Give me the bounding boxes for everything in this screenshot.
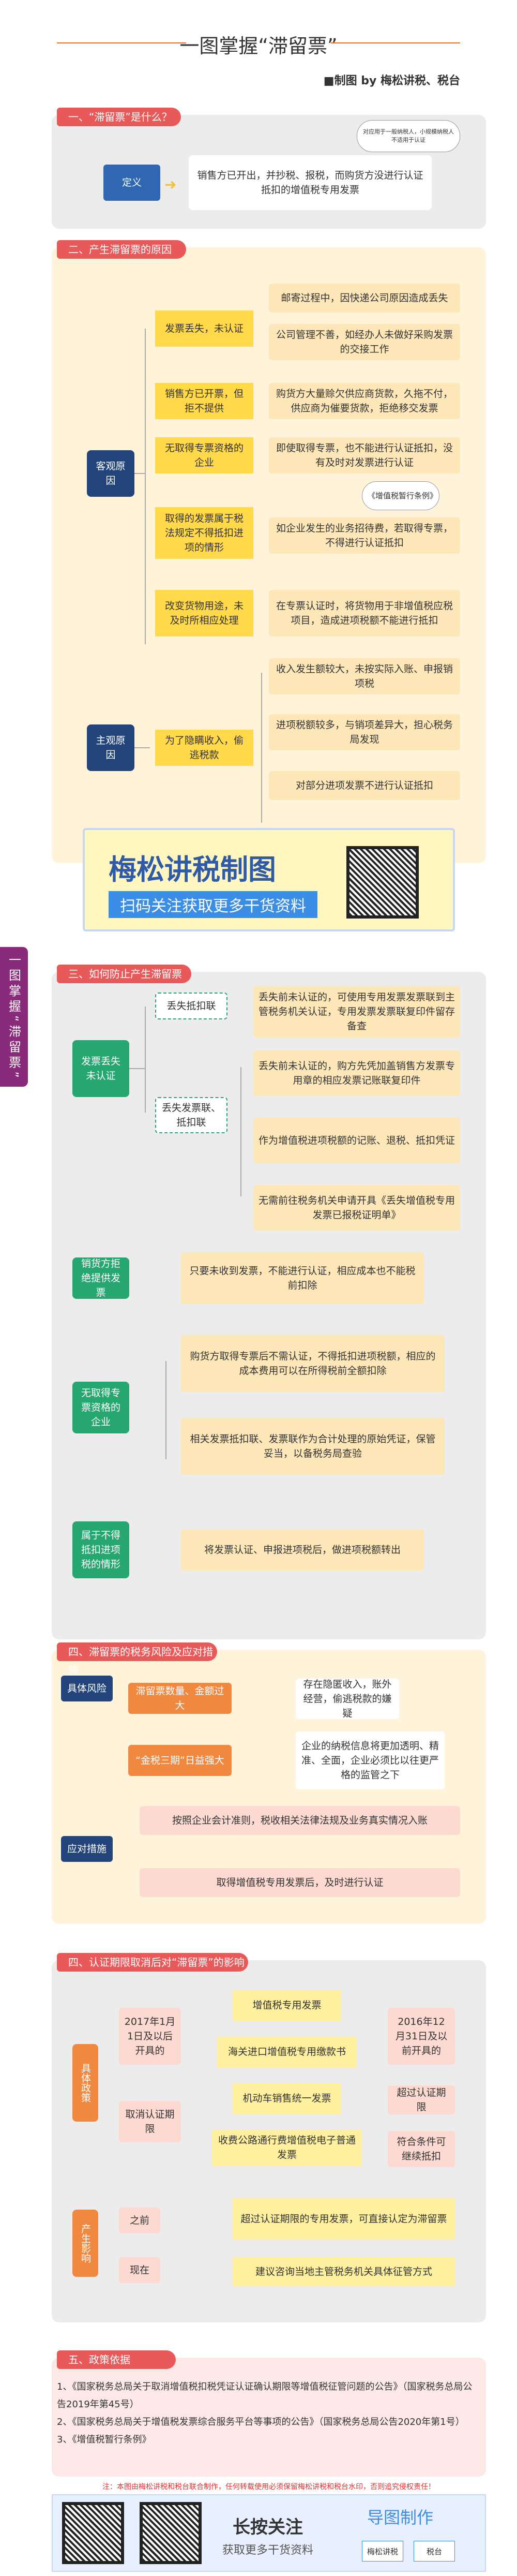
- footer-qr-1[interactable]: [62, 2502, 124, 2564]
- left-action: 取消认证期限: [119, 2101, 181, 2142]
- item-3: 机动车销售统一发票: [233, 2083, 341, 2114]
- risk-1-text: 存在隐匿收入，账外经营，偷逃税款的嫌疑: [296, 1679, 399, 1719]
- banner-sub: 扫码关注获取更多干货资料: [109, 891, 317, 918]
- title-line-right: [331, 42, 460, 43]
- now-label: 现在: [119, 2257, 160, 2283]
- notdeduct-text: 将发票认证、申报进项税后，做进项税额转出: [181, 1529, 424, 1571]
- policy-list: 1、《国家税务总局关于取消增值税扣税凭证认证确认期限等增值税征管问题的公告》（国…: [52, 2378, 486, 2449]
- footer-qr-2[interactable]: [140, 2502, 202, 2564]
- detail-5: 在专票认证时，将货物用于非增值税应税项目，造成进项税额不能进行抵扣: [269, 590, 460, 636]
- subjective-detail-1: 收入发生额较大，未按实际入账、申报销项税: [269, 658, 460, 694]
- refuse-text: 只要未收到发票，不能进行认证，相应成本也不能税前扣除: [181, 1252, 424, 1304]
- definition-label: 定义: [103, 165, 160, 201]
- detail-2: 购货方大量赊欠供应商货款，久拖不付，供应商为催要货款，拒绝移交发票: [269, 383, 460, 419]
- banner-qr-code[interactable]: [346, 846, 419, 919]
- risk-1: 滞留票数量、金额过大: [128, 1683, 232, 1714]
- lost-b-3: 无需前往税务机关申请开具《丢失增值税专用发票已报税证明单》: [253, 1185, 460, 1231]
- policy-item-3: 3、《增值税暂行条例》: [57, 2434, 151, 2445]
- right-a: 超过认证期限: [388, 2085, 455, 2114]
- lost-b: 丢失发票联、抵扣联: [155, 1097, 227, 1133]
- noquali-label: 无取得专票资格的企业: [72, 1382, 129, 1433]
- left-date: 2017年1月1日及以后开具的: [119, 2008, 181, 2065]
- cause-2: 销售方已开票，但拒不提供: [155, 383, 253, 419]
- response-label: 应对措施: [61, 1836, 113, 1862]
- section5-head: 四、认证期限取消后对“滞留票”的影响: [57, 1953, 248, 1972]
- section4-head: 四、滞留票的税务风险及应对措施: [57, 1642, 217, 1677]
- copyright-note: 注：本图由梅松讲税和税台联合制作，任何转载使用必须保留梅松讲税和税台水印，否则追…: [102, 2483, 435, 2491]
- cause-5: 改变货物用途，未及时所相应处理: [155, 590, 253, 636]
- item-4: 收费公路通行费增值税电子普通发票: [212, 2129, 362, 2166]
- lost-b-1: 丢失前未认证的，购方先凭加盖销售方发票专用章的相应发票记账联复印件: [253, 1050, 460, 1096]
- notdeduct-label: 属于不得抵扣进项税的情形: [72, 1521, 129, 1578]
- now-text: 建议咨询当地主管税务机关具体征管方式: [233, 2257, 455, 2286]
- cause-3: 无取得专票资格的企业: [155, 437, 253, 473]
- before-text: 超过认证期限的专用发票，可直接认定为滞留票: [233, 2198, 455, 2240]
- right-date: 2016年12月31日及以前开具的: [388, 2008, 455, 2065]
- refuse-label: 销货方拒绝提供发票: [72, 1257, 129, 1299]
- noquali-1: 购货方取得专票后不需认证，不得抵扣进项税额，相应的成本费用可以在所得税前全额扣除: [181, 1335, 445, 1392]
- detail-1b: 公司管理不善，如经办人未做好采购发票的交接工作: [269, 324, 460, 360]
- detail-4: 如企业发生的业务招待费，若取得专票，不得进行认证抵扣: [269, 517, 460, 554]
- subjective-label: 主观原因: [87, 724, 134, 771]
- section6-head: 五、政策依据: [57, 2350, 176, 2369]
- arrow-icon: ➜: [164, 176, 177, 193]
- brand-2: 税台: [414, 2541, 455, 2562]
- side-label: 一图掌握“滞留票”: [0, 947, 28, 1087]
- cause-1: 发票丢失，未认证: [155, 310, 253, 347]
- subjective-detail-3: 对部分进项发票不进行认证抵扣: [269, 771, 460, 800]
- title-line-left: [57, 42, 186, 43]
- right-b: 符合条件可继续抵扣: [388, 2131, 455, 2167]
- policy-item-1: 1、《国家税务总局关于取消增值税扣税凭证认证确认期限等增值税征管问题的公告》（国…: [57, 2381, 473, 2410]
- item-1: 增值税专用发票: [233, 1990, 341, 2021]
- credit: ■制图 by 梅松讲税、税台: [323, 75, 460, 87]
- policy-label: 具体政策: [72, 2044, 98, 2122]
- section3-head: 三、如何防止产生滞留票: [57, 965, 191, 983]
- before-label: 之前: [119, 2208, 160, 2233]
- section2-head: 二、产生滞留票的原因: [57, 240, 186, 259]
- brand-1: 梅松讲税: [362, 2541, 403, 2562]
- risk-2: “金税三期”日益强大: [128, 1745, 232, 1776]
- lost-b-2: 作为增值税进项税额的记账、退税、抵扣凭证: [253, 1118, 460, 1163]
- section6-bg: [52, 2358, 486, 2477]
- follow-sub: 获取更多干货资料: [222, 2544, 314, 2557]
- law-note: 《增值税暂行条例》: [362, 481, 439, 510]
- banner-title: 梅松讲税制图: [109, 853, 276, 886]
- made-text: 导图制作: [367, 2508, 434, 2527]
- page-title: 一图掌握“滞留票”: [179, 35, 338, 57]
- note-bubble: 对应用于一般纳税人，小规模纳税人不适用于认证: [357, 120, 460, 152]
- response-1: 按照企业会计准则，税收相关法律法规及业务真实情况入账: [140, 1806, 460, 1835]
- section1-head: 一、“滞留票”是什么？: [57, 108, 181, 126]
- policy-item-2: 2、《国家税务总局关于增值税发票综合服务平台等事项的公告》（国家税务总局公告20…: [57, 2417, 465, 2427]
- definition-text: 销售方已开出，并抄税、报税，而购货方没进行认证抵扣的增值税专用发票: [189, 155, 432, 210]
- detail-3: 即使取得专票，也不能进行认证抵扣，没有及时对发票进行认证: [269, 437, 460, 473]
- risk-2-text: 企业的纳税信息将更加透明、精准、全面，企业必须比以往更严格的监管之下: [296, 1731, 445, 1789]
- cause-subjective: 为了隐瞒收入，偷逃税款: [155, 730, 253, 766]
- effect-label: 产生影响: [72, 2210, 98, 2277]
- follow-text: 长按关注: [233, 2517, 303, 2538]
- response-2: 取得增值税专用发票后，及时进行认证: [140, 1868, 460, 1897]
- lost-a: 丢失抵扣联: [155, 993, 227, 1019]
- cause-4: 取得的发票属于税法规定不得抵扣进项的情形: [155, 507, 253, 559]
- lost-label: 发票丢失未认证: [72, 1040, 129, 1097]
- detail-1a: 邮寄过程中，因快递公司原因造成丢失: [269, 284, 460, 313]
- lost-a-text: 丢失前未认证的，可使用专用发票发票联到主管税务机关认证，专用发票发票联复印件留存…: [253, 986, 460, 1038]
- subjective-detail-2: 进项税额较多，与销项差异大，担心税务局发现: [269, 714, 460, 750]
- objective-label: 客观原因: [87, 450, 134, 497]
- risk-label: 具体风险: [61, 1676, 113, 1701]
- item-2: 海关进口增值税专用缴款书: [217, 2036, 357, 2067]
- noquali-2: 相关发票抵扣联、发票联作为合计处理的原始凭证，保管妥当，以备税务局查验: [181, 1418, 445, 1475]
